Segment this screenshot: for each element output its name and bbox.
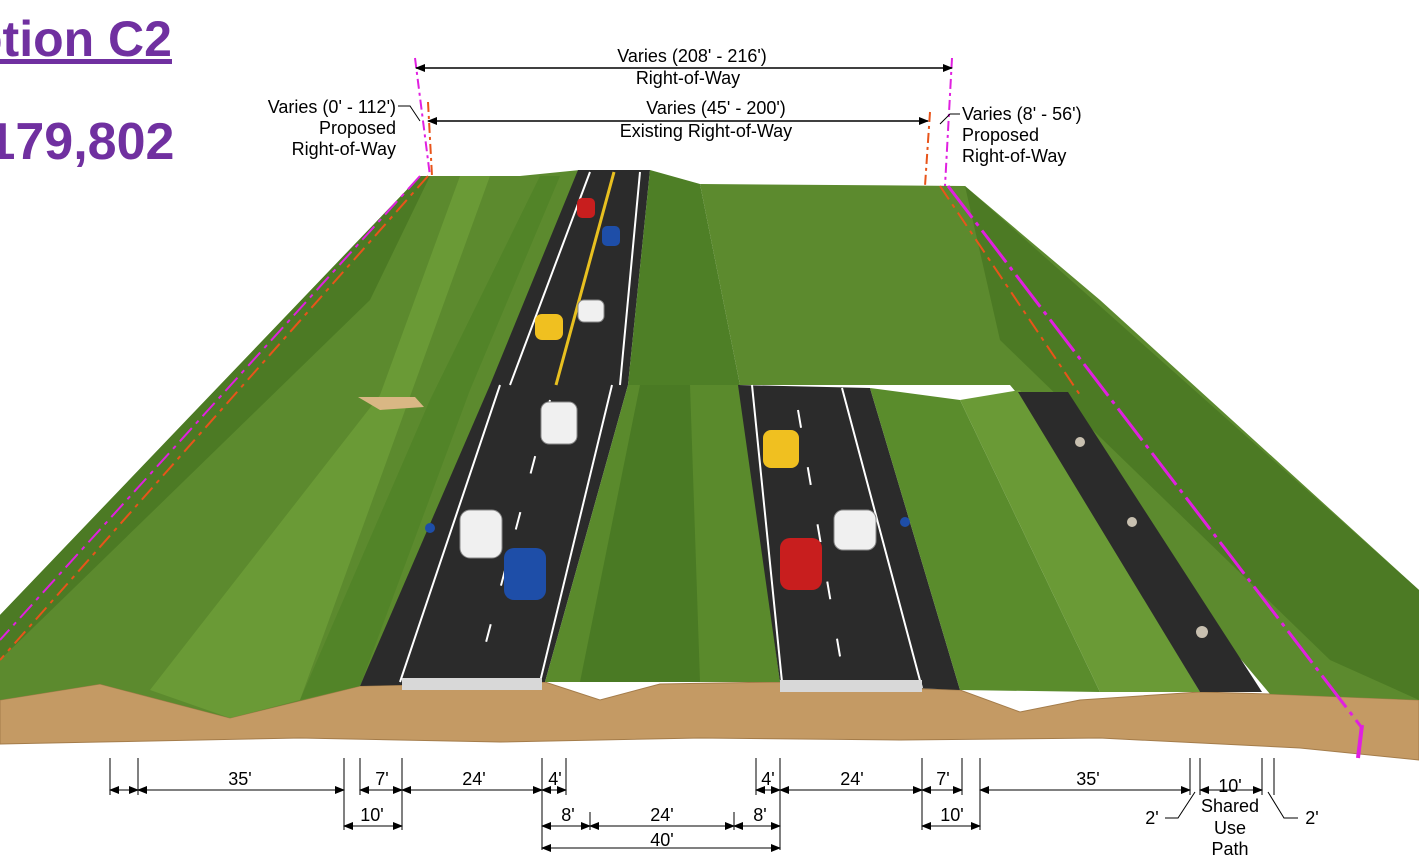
dim-40-median: 40': [650, 830, 673, 850]
lane-line: [539, 384, 613, 683]
path-label: Path: [1211, 839, 1248, 857]
leader-line: [1165, 791, 1196, 819]
cyclist: [425, 523, 435, 533]
lane-line: [399, 384, 501, 683]
proposed-row-marker: [1356, 724, 1364, 759]
car: [577, 299, 605, 323]
terrain: [0, 170, 1419, 761]
total-row-sublabel: Right-of-Way: [636, 68, 740, 88]
existing-row-label: Varies (45' - 200'): [646, 98, 786, 118]
proposed-row-line-right: [946, 185, 1364, 729]
total-row-label: Varies (208' - 216'): [617, 46, 767, 66]
car: [540, 401, 578, 445]
pedestrian: [1196, 626, 1208, 638]
existing-row-sublabel: Existing Right-of-Way: [620, 121, 792, 141]
proposed-row-marker-left: [414, 57, 431, 177]
dim-8-right: 8': [753, 805, 766, 825]
dim-8-left: 8': [561, 805, 574, 825]
option-title: otion C2: [0, 11, 172, 67]
car: [763, 430, 799, 468]
car: [459, 509, 503, 559]
left-proposed-label: Right-of-Way: [292, 139, 396, 159]
upper-median: [628, 170, 740, 385]
car: [535, 314, 563, 340]
existing-row-line-left: [0, 175, 429, 661]
left-proposed-label: Proposed: [319, 118, 396, 138]
leader-line: [1267, 791, 1298, 819]
lane-line: [751, 384, 783, 683]
dim-24-median: 24': [650, 805, 673, 825]
dim-2-left: 2': [1145, 808, 1158, 828]
right-grass-strip: [870, 388, 1100, 692]
dim-24-right: 24': [840, 769, 863, 789]
lane-line: [619, 171, 641, 386]
existing-row-line-right: [939, 185, 1081, 396]
vehicles: [425, 198, 1208, 638]
leader-line: [939, 113, 960, 125]
dim-35-right: 35': [1076, 769, 1099, 789]
car: [833, 509, 877, 551]
dim-7-right: 7': [936, 769, 949, 789]
dim-2-right: 2': [1305, 808, 1318, 828]
cyclist: [900, 517, 910, 527]
dim-35-left: 35': [228, 769, 251, 789]
car: [577, 198, 595, 218]
existing-row-marker-left: [427, 101, 433, 177]
proposed-row-marker-right: [944, 57, 953, 187]
dirt-patch: [358, 397, 424, 410]
cost-value: ,179,802: [0, 113, 175, 171]
shared-use-path: [1018, 392, 1262, 692]
dim-24-left: 24': [462, 769, 485, 789]
right-proposed-label: Varies (8' - 56'): [962, 104, 1082, 124]
car: [780, 538, 822, 590]
lane-line: [841, 387, 923, 689]
dim-10-path: 10': [1218, 776, 1241, 796]
right-slope-stripe: [965, 186, 1419, 700]
lane-line: [509, 171, 591, 386]
pedestrian: [1127, 517, 1137, 527]
car: [602, 226, 620, 246]
right-proposed-label: Proposed: [962, 125, 1039, 145]
dim-10-right: 10': [940, 805, 963, 825]
center-line: [554, 171, 616, 386]
curb: [780, 680, 922, 692]
dimension-labels: 35' 7' 10' 24' 4' 8' 24' 40' 8' 4' 24' 7…: [228, 769, 1318, 857]
section-dimensions: [109, 758, 1298, 852]
dim-4-right: 4': [761, 769, 774, 789]
dim-4-left: 4': [548, 769, 561, 789]
dim-7-left: 7': [375, 769, 388, 789]
car: [504, 548, 546, 600]
path-label: Shared: [1201, 796, 1259, 816]
leader-line: [398, 105, 421, 122]
proposed-row-line-left: [0, 175, 421, 641]
title-block: otion C2 ,179,802: [0, 0, 260, 200]
curb: [402, 678, 542, 690]
left-slope-stripe: [300, 176, 560, 700]
lane-dash: [797, 409, 843, 669]
right-proposed-label: Right-of-Way: [962, 146, 1066, 166]
dim-10-left: 10': [360, 805, 383, 825]
left-proposed-label: Varies (0' - 112'): [268, 97, 396, 117]
pedestrian: [1075, 437, 1085, 447]
right-slope-stripe: [960, 390, 1200, 692]
median-stripe: [580, 385, 700, 682]
existing-row-marker-right: [924, 111, 931, 187]
row-dimensions: Varies (208' - 216') Right-of-Way Varies…: [268, 46, 1082, 187]
left-slope-stripe: [150, 176, 490, 718]
path-label: Use: [1214, 818, 1246, 838]
